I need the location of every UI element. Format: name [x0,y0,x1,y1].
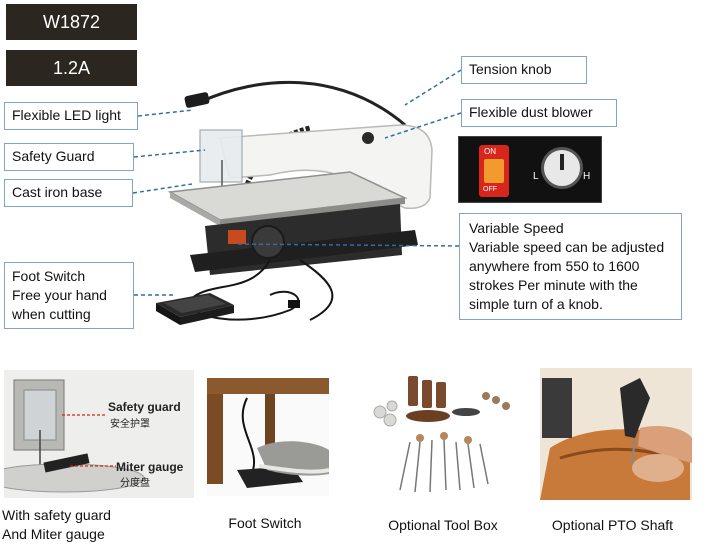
safety-guard-cn-label: 安全护罩 [110,419,150,430]
plug [288,300,300,308]
cast-iron-base-label: Cast iron base [12,184,103,200]
safety-guard-label: Safety Guard [12,148,95,164]
foot-switch-callout: Foot Switch Free your hand when cutting [4,262,134,329]
led-gooseneck [199,80,406,127]
scroll-saw-illustration [167,80,433,321]
motor-end [251,225,285,259]
caption-foot-switch: Foot Switch [215,514,315,533]
led-light-label: Flexible LED light [12,107,121,123]
switch-housing [228,230,246,244]
tension-knob-callout: Tension knob [461,56,587,84]
arm-knob [362,132,374,144]
model-number: W1872 [42,11,101,32]
variable-speed-body: Variable speed can be adjusted anywhere … [469,239,665,312]
variable-speed-callout: Variable Speed Variable speed can be adj… [459,213,682,320]
safety-guard-en-label: Safety guard [108,400,181,414]
foot-switch-title: Foot Switch [12,268,86,284]
current-rating: 1.2A [52,57,91,78]
switch-panel-closeup: ON OFF L H [458,136,602,203]
speed-dial [541,147,583,189]
foot-pedal-main [156,293,234,325]
caption-tool-box-text: Optional Tool Box [388,517,498,533]
safety-guard-callout: Safety Guard [4,143,134,171]
dust-blower-callout: Flexible dust blower [461,99,617,127]
caption-guard-line2: And Miter gauge [2,526,105,542]
led-light-callout: Flexible LED light [4,102,138,130]
cast-iron-base-callout: Cast iron base [4,179,133,207]
miter-gauge-en-label: Miter gauge [116,460,184,474]
low-label: L [533,171,539,182]
model-badge: W1872 [6,4,137,40]
foot-switch-line2: Free your hand [12,287,107,303]
caption-tool-box: Optional Tool Box [378,516,508,535]
led-head [184,92,210,108]
variable-speed-title: Variable Speed [469,220,564,236]
base-feet [190,230,418,272]
dust-blower-label: Flexible dust blower [469,104,593,120]
off-label: OFF [483,186,497,193]
rocker-switch: ON OFF [479,145,509,197]
caption-foot-switch-text: Foot Switch [228,515,302,531]
current-badge: 1.2A [6,50,137,86]
high-label: H [583,171,591,182]
caption-pto-shaft: Optional PTO Shaft [545,516,680,535]
thumb-tool-box [360,372,525,500]
caption-pto-shaft-text: Optional PTO Shaft [551,517,674,533]
thumb-foot-switch [207,378,329,496]
thumb-pto-shaft [540,368,692,500]
caption-safety-guard: With safety guard And Miter gauge [2,506,134,544]
on-label: ON [484,147,496,156]
thumb-safety-guard: Safety guard 安全护罩 Miter gauge 分度盘 [4,370,194,498]
caption-guard-line1: With safety guard [2,507,111,523]
tension-knob-label: Tension knob [469,61,552,77]
miter-gauge-cn-label: 分度盘 [120,478,150,489]
safety-guard-body [199,129,243,183]
foot-switch-line3: when cutting [12,306,91,322]
